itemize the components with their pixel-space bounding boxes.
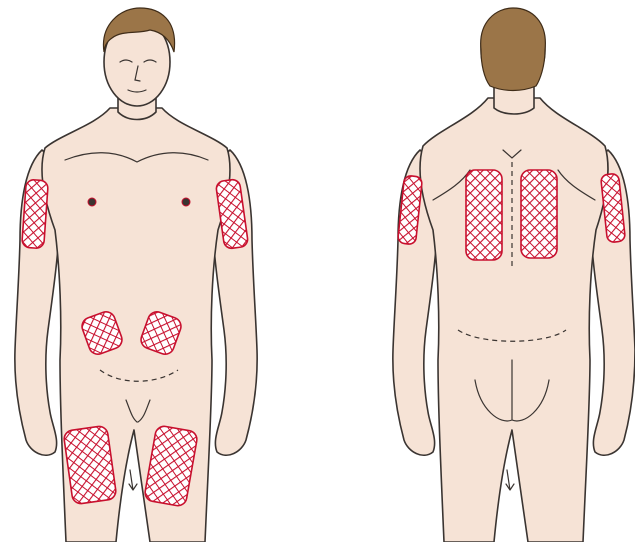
front-left-nipple — [88, 198, 96, 206]
injection-site-front-left-upper-arm — [22, 179, 49, 248]
front-right-nipple — [182, 198, 190, 206]
back-figure — [393, 8, 635, 542]
front-figure — [15, 8, 257, 542]
injection-site-back-left-scapula — [466, 170, 502, 260]
front-knee-mark — [129, 470, 137, 490]
back-hair — [481, 8, 546, 91]
back-knee-mark — [506, 470, 514, 490]
back-torso — [420, 98, 608, 542]
injection-site-back-right-scapula — [521, 170, 557, 258]
injection-site-front-left-thigh — [63, 425, 117, 504]
